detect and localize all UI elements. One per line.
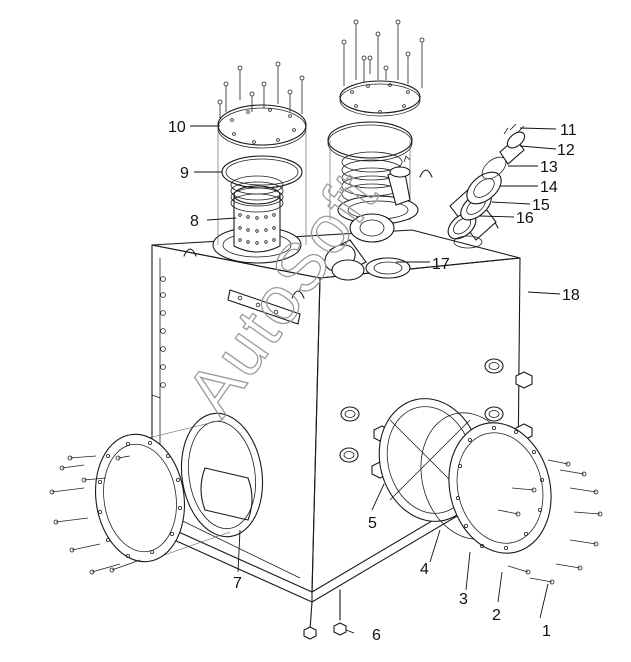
- left-cover-plate: [94, 419, 231, 563]
- callout-16: 16: [516, 210, 534, 227]
- callout-6: 6: [372, 627, 381, 644]
- housing-side-holes: [160, 276, 166, 388]
- gasket-ring: [221, 155, 303, 189]
- callouts: 1 2 3 4 5 6 7 8 9 10 11 12 13 14 15 16 1…: [168, 119, 580, 644]
- callout-14: 14: [540, 179, 558, 196]
- callout-2: 2: [492, 607, 501, 624]
- top-center-cover: [339, 80, 421, 117]
- callout-13: 13: [540, 159, 558, 176]
- right-cover-plate: [448, 422, 552, 554]
- top-left-cover-plate: [217, 104, 307, 149]
- callout-18: 18: [562, 287, 580, 304]
- left-opening: [180, 412, 264, 538]
- callout-10: 10: [168, 119, 186, 136]
- callout-17: 17: [432, 256, 450, 273]
- right-cover-bolts: [497, 459, 603, 585]
- callout-1: 1: [542, 623, 551, 640]
- filter-element: [230, 175, 284, 253]
- callout-9: 9: [180, 165, 189, 182]
- top-left-bolts: [217, 61, 307, 245]
- drain-plugs: [303, 622, 347, 640]
- callout-4: 4: [420, 561, 429, 578]
- angled-pipe-assembly: [447, 123, 526, 249]
- left-cover-bolts: [49, 455, 141, 575]
- callout-11: 11: [560, 122, 577, 139]
- callout-7: 7: [233, 575, 242, 592]
- valve-assembly: [324, 155, 411, 281]
- top-center-bolts: [341, 19, 425, 88]
- callout-5: 5: [368, 515, 377, 532]
- callout-12: 12: [557, 142, 575, 159]
- callout-8: 8: [190, 213, 199, 230]
- leader-lines: [190, 125, 561, 634]
- callout-15: 15: [532, 197, 550, 214]
- left-cover-holes: [98, 440, 182, 559]
- right-cover-holes: [455, 425, 545, 551]
- top-center-lower-cover: [327, 121, 413, 162]
- callout-3: 3: [459, 591, 468, 608]
